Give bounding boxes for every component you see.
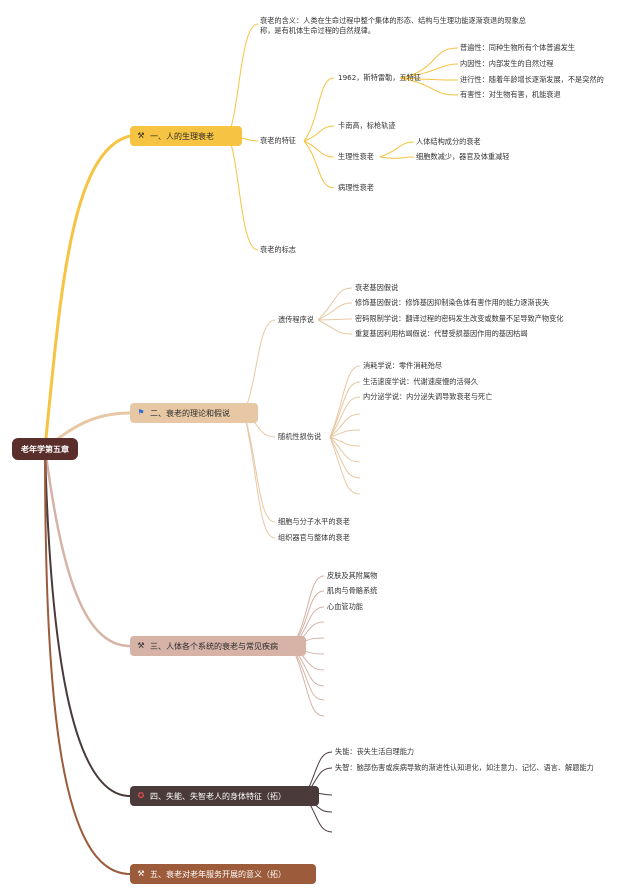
branch-label: 四、失能、失智老人的身体特征（拓）	[150, 791, 286, 801]
branch-physiological-aging[interactable]: ⚒ 一、人的生理衰老	[130, 126, 242, 146]
tools-icon: ⚒	[137, 131, 145, 140]
root-node[interactable]: 老年学第五章	[12, 438, 78, 460]
physio-item-cells[interactable]: 细胞数减少，器官及体重减轻	[416, 152, 510, 161]
feature-universality[interactable]: 普遍性：同种生物所有个体普遍发生	[460, 43, 576, 52]
feature-progressive[interactable]: 进行性：随着年龄增长逐渐发展，不是突然的	[460, 75, 604, 84]
star-icon: ✪	[137, 791, 145, 800]
physio-item-structure[interactable]: 人体结构成分的衰老	[416, 137, 481, 146]
genetic-program-theory[interactable]: 遗传程序说	[278, 315, 314, 324]
tools-icon: ⚒	[137, 641, 145, 650]
aging-signs[interactable]: 衰老的标志	[260, 245, 296, 254]
aging-gene-hypothesis[interactable]: 衰老基因假说	[355, 283, 399, 292]
pathological-aging[interactable]: 病理性衰老	[338, 183, 374, 192]
cardiovascular-function[interactable]: 心血管功能	[327, 602, 363, 611]
cell-molecular-aging[interactable]: 细胞与分子水平的衰老	[278, 517, 350, 526]
endocrine-theory[interactable]: 内分泌学说：内分泌失调导致衰老与死亡	[363, 392, 493, 401]
flag-icon: ⚑	[137, 408, 145, 417]
feature-harmful[interactable]: 有害性：对生物有害，机能衰退	[460, 90, 561, 99]
tools-icon: ⚒	[137, 869, 145, 878]
disability-definition[interactable]: 失能：丧失生活自理能力	[335, 747, 415, 756]
gene-redundancy-hypothesis[interactable]: 重复基因利用枯竭假说：代替受损基因作用的基因枯竭	[355, 329, 528, 338]
muscle-skeletal-system[interactable]: 肌肉与骨骼系统	[327, 586, 378, 595]
strehler-five-features[interactable]: 1962，斯特雷勒，五特征	[338, 73, 421, 82]
random-damage-theory[interactable]: 随机性损伤说	[278, 432, 322, 441]
branch-label: 二、衰老的理论和假说	[150, 408, 230, 418]
wear-theory[interactable]: 消耗学说：零件消耗殆尽	[363, 361, 443, 370]
skin-appendages[interactable]: 皮肤及其附属物	[327, 571, 378, 580]
branch-label: 三、人体各个系统的衰老与常见疾病	[150, 641, 278, 651]
dementia-definition[interactable]: 失智：脑部伤害或疾病导致的渐进性认知退化，如注意力、记忆、语言、解题能力	[335, 763, 594, 772]
branch-system-aging-diseases[interactable]: ⚒ 三、人体各个系统的衰老与常见疾病	[130, 636, 306, 656]
aging-definition[interactable]: 衰老的含义：人类在生命过程中整个集体的形态、结构与生理功能逐渐衰退的现象总称，是…	[260, 16, 526, 35]
aging-features[interactable]: 衰老的特征	[260, 136, 296, 145]
branch-label: 五、衰老对老年服务开展的意义（拓）	[150, 869, 286, 879]
modifier-gene-hypothesis[interactable]: 修饰基因假说：修饰基因抑制染色体有害作用的能力逐渐丧失	[355, 298, 550, 307]
organ-whole-aging[interactable]: 组织器官与整体的衰老	[278, 533, 350, 542]
branch-elderly-service-significance[interactable]: ⚒ 五、衰老对老年服务开展的意义（拓）	[130, 864, 316, 884]
branch-aging-theories[interactable]: ⚑ 二、衰老的理论和假说	[130, 403, 258, 423]
branch-disabled-elderly-features[interactable]: ✪ 四、失能、失智老人的身体特征（拓）	[130, 786, 319, 806]
physiological-aging[interactable]: 生理性衰老	[338, 152, 374, 161]
kanan-trajectory[interactable]: 卡南高，标枪轨迹	[338, 121, 396, 130]
rate-of-living-theory[interactable]: 生活速度学说：代谢速度慢的活得久	[363, 377, 479, 386]
branch-label: 一、人的生理衰老	[150, 131, 214, 141]
feature-intrinsic[interactable]: 内因性：内部发生的自然过程	[460, 59, 554, 68]
codon-restriction-theory[interactable]: 密码限制学说：翻译过程的密码发生改变或数量不足导致产物变化	[355, 314, 564, 323]
